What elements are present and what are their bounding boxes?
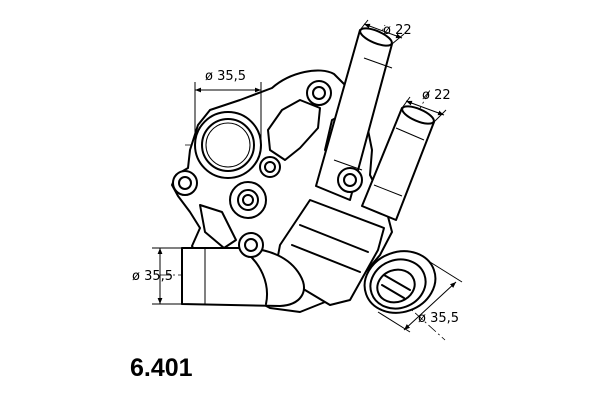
dimension-left-outlet: ø 35,5 bbox=[132, 247, 182, 305]
dimension-label-bottom-port: ø 35,5 bbox=[418, 311, 459, 326]
dimension-label-right-pipe: ø 22 bbox=[422, 88, 451, 103]
dimension-label-upper-pipe: ø 22 bbox=[383, 23, 412, 38]
right-pipe bbox=[361, 105, 435, 221]
bolt-bosses bbox=[172, 80, 363, 258]
part-number: 6.401 bbox=[130, 354, 193, 382]
dimension-upper-pipe: ø 22 bbox=[359, 19, 412, 45]
dimension-bottom-port: ø 35,5 bbox=[377, 261, 463, 333]
dimension-label-left-outlet: ø 35,5 bbox=[132, 269, 173, 284]
top-port bbox=[194, 111, 262, 179]
dimension-top-port: ø 35,5 bbox=[194, 69, 262, 140]
dimension-right-pipe: ø 22 bbox=[401, 88, 451, 123]
dimension-label-top-port: ø 35,5 bbox=[205, 69, 246, 84]
